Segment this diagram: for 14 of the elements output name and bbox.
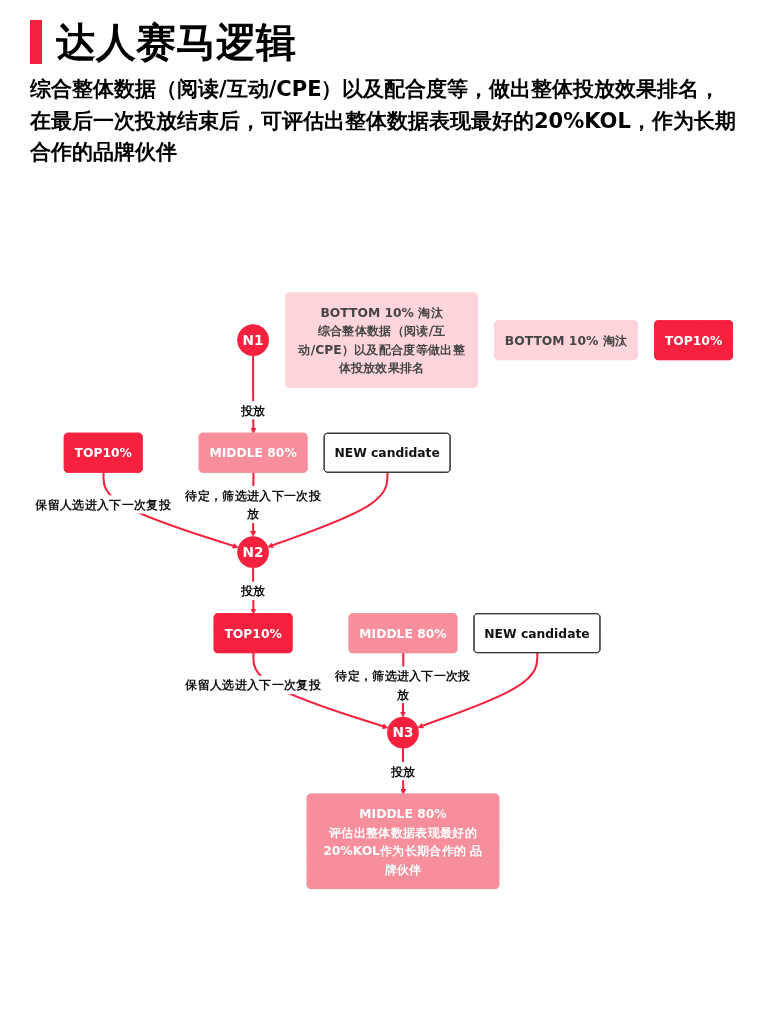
edge-label: 投放 (240, 583, 266, 598)
edge-label: 投放 (390, 763, 416, 778)
arrow (267, 472, 389, 548)
node-circle: N3 (387, 716, 419, 749)
description-text: 综合整体数据（阅读/互动/CPE）以及配合度等，做出整体投放效果排名，在最后一次投放结束后，可评估出整体数据表现最好的20%KOL，作为长期合作的品牌伙伴 (30, 76, 737, 166)
node-circle: N2 (237, 535, 270, 568)
edge-label: 保留人选进入下一次复投 (35, 496, 171, 512)
edge-label: 待定，筛选进入下一次投放 (335, 667, 471, 701)
edge-label: 投放 (240, 402, 266, 417)
node-circle: N1 (237, 323, 270, 356)
edge-label: 待定，筛选进入下一次投放 (185, 487, 321, 521)
arrow (417, 652, 539, 728)
title: 达人赛马逻辑 (30, 20, 738, 64)
edge-label: 保留人选进入下一次复投 (185, 677, 321, 692)
